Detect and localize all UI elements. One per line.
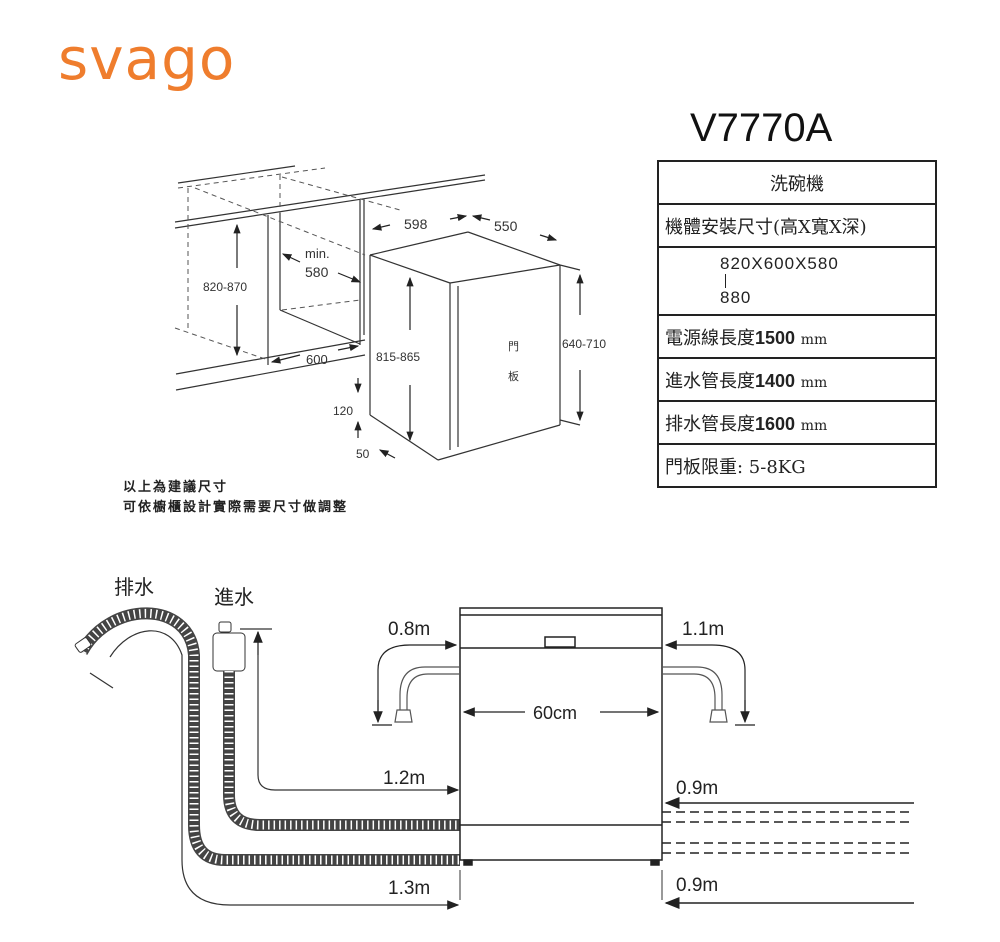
spec-header: 洗碗機 [657,160,937,205]
label-door-panel-2: 板 [508,369,519,383]
power-cord-unit: mm [800,331,828,348]
label-power-right: 1.1m [682,619,724,640]
label-drain-left: 1.3m [388,878,430,899]
label-inlet-left: 1.2m [383,768,425,789]
spec-row-install-value: 820X600X580 880 [657,246,937,316]
door-panel-weight: 門板限重: 5-8KG [657,443,937,488]
size-divider [725,274,726,288]
label-inlet-right: 0.9m [676,778,718,799]
power-cord-right [662,666,728,723]
label-plinth-depth: 50 [356,447,370,461]
power-cord-value: 1500 [755,327,796,348]
connection-diagram: 排水 進水 [74,576,914,910]
label-door-height: 640-710 [562,337,606,351]
inlet-hose-cell: 進水管長度1400 mm [657,357,937,402]
inlet-hose-value: 1400 [755,370,796,391]
spec-row-drain-hose: 排水管長度1600 mm [657,400,937,445]
label-min: min. [305,246,330,261]
note-line-2: 可依櫥櫃設計實際需要尺寸做調整 [123,499,349,514]
label-niche-width: 600 [306,352,328,367]
model-title: V7770A [690,106,833,150]
cabinet-outline [174,165,486,391]
recommendation-note: 以上為建議尺寸 可依櫥櫃設計實際需要尺寸做調整 [123,477,348,517]
label-appliance-depth: 550 [494,218,518,234]
label-plinth-height: 120 [333,404,353,418]
install-size-label: 機體安裝尺寸(高X寬X深) [657,203,937,248]
label-drain: 排水 [114,576,154,599]
install-size-alt-height: 880 [720,288,752,307]
label-drain-right: 0.9m [676,875,718,896]
label-appliance-height: 815-865 [376,350,420,364]
inlet-hose-unit: mm [800,374,828,391]
drain-hose-label: 排水管長度 [665,413,755,435]
cabinet-hidden-lines [174,167,401,361]
install-size-cell: 820X600X580 880 [657,246,937,316]
spec-row-inlet-hose: 進水管長度1400 mm [657,357,937,402]
dishwasher-outline [369,231,581,461]
drain-hose [74,607,460,866]
drain-hose-cell: 排水管長度1600 mm [657,400,937,445]
label-door-panel-1: 門 [508,340,519,353]
dimension-arrows [233,214,584,459]
drain-hose-value: 1600 [755,413,796,434]
label-appliance-width: 598 [404,216,428,232]
spec-row-door-weight: 門板限重: 5-8KG [657,443,937,488]
spec-row-install-label: 機體安裝尺寸(高X寬X深) [657,203,937,248]
drain-hose-unit: mm [800,417,828,434]
spec-row-header: 洗碗機 [657,160,937,205]
power-cord-label: 電源線長度 [665,327,755,349]
power-length-arrows [372,640,755,726]
label-width: 60cm [533,703,577,723]
inlet-hose [212,621,460,831]
power-cord-cell: 電源線長度1500 mm [657,314,937,359]
length-guides [89,628,460,910]
brand-logo: svago [58,25,236,93]
spec-table: 洗碗機 機體安裝尺寸(高X寬X深) 820X600X580 880 電源線長度1… [657,160,937,488]
inlet-hose-label: 進水管長度 [665,370,755,392]
label-cabinet-height: 820-870 [203,280,247,294]
right-extension-lines [662,797,914,909]
dishwasher-front [459,607,663,866]
install-size-value: 820X600X580 [720,254,839,274]
installation-diagram: 820-870 min. 580 600 598 550 815-865 640… [174,165,606,461]
spec-row-power-cord: 電源線長度1500 mm [657,314,937,359]
label-min-depth: 580 [305,264,329,280]
label-inlet: 進水 [214,586,254,609]
note-line-1: 以上為建議尺寸 [123,479,229,494]
label-power-left: 0.8m [388,619,430,640]
power-cord-left [394,666,460,723]
